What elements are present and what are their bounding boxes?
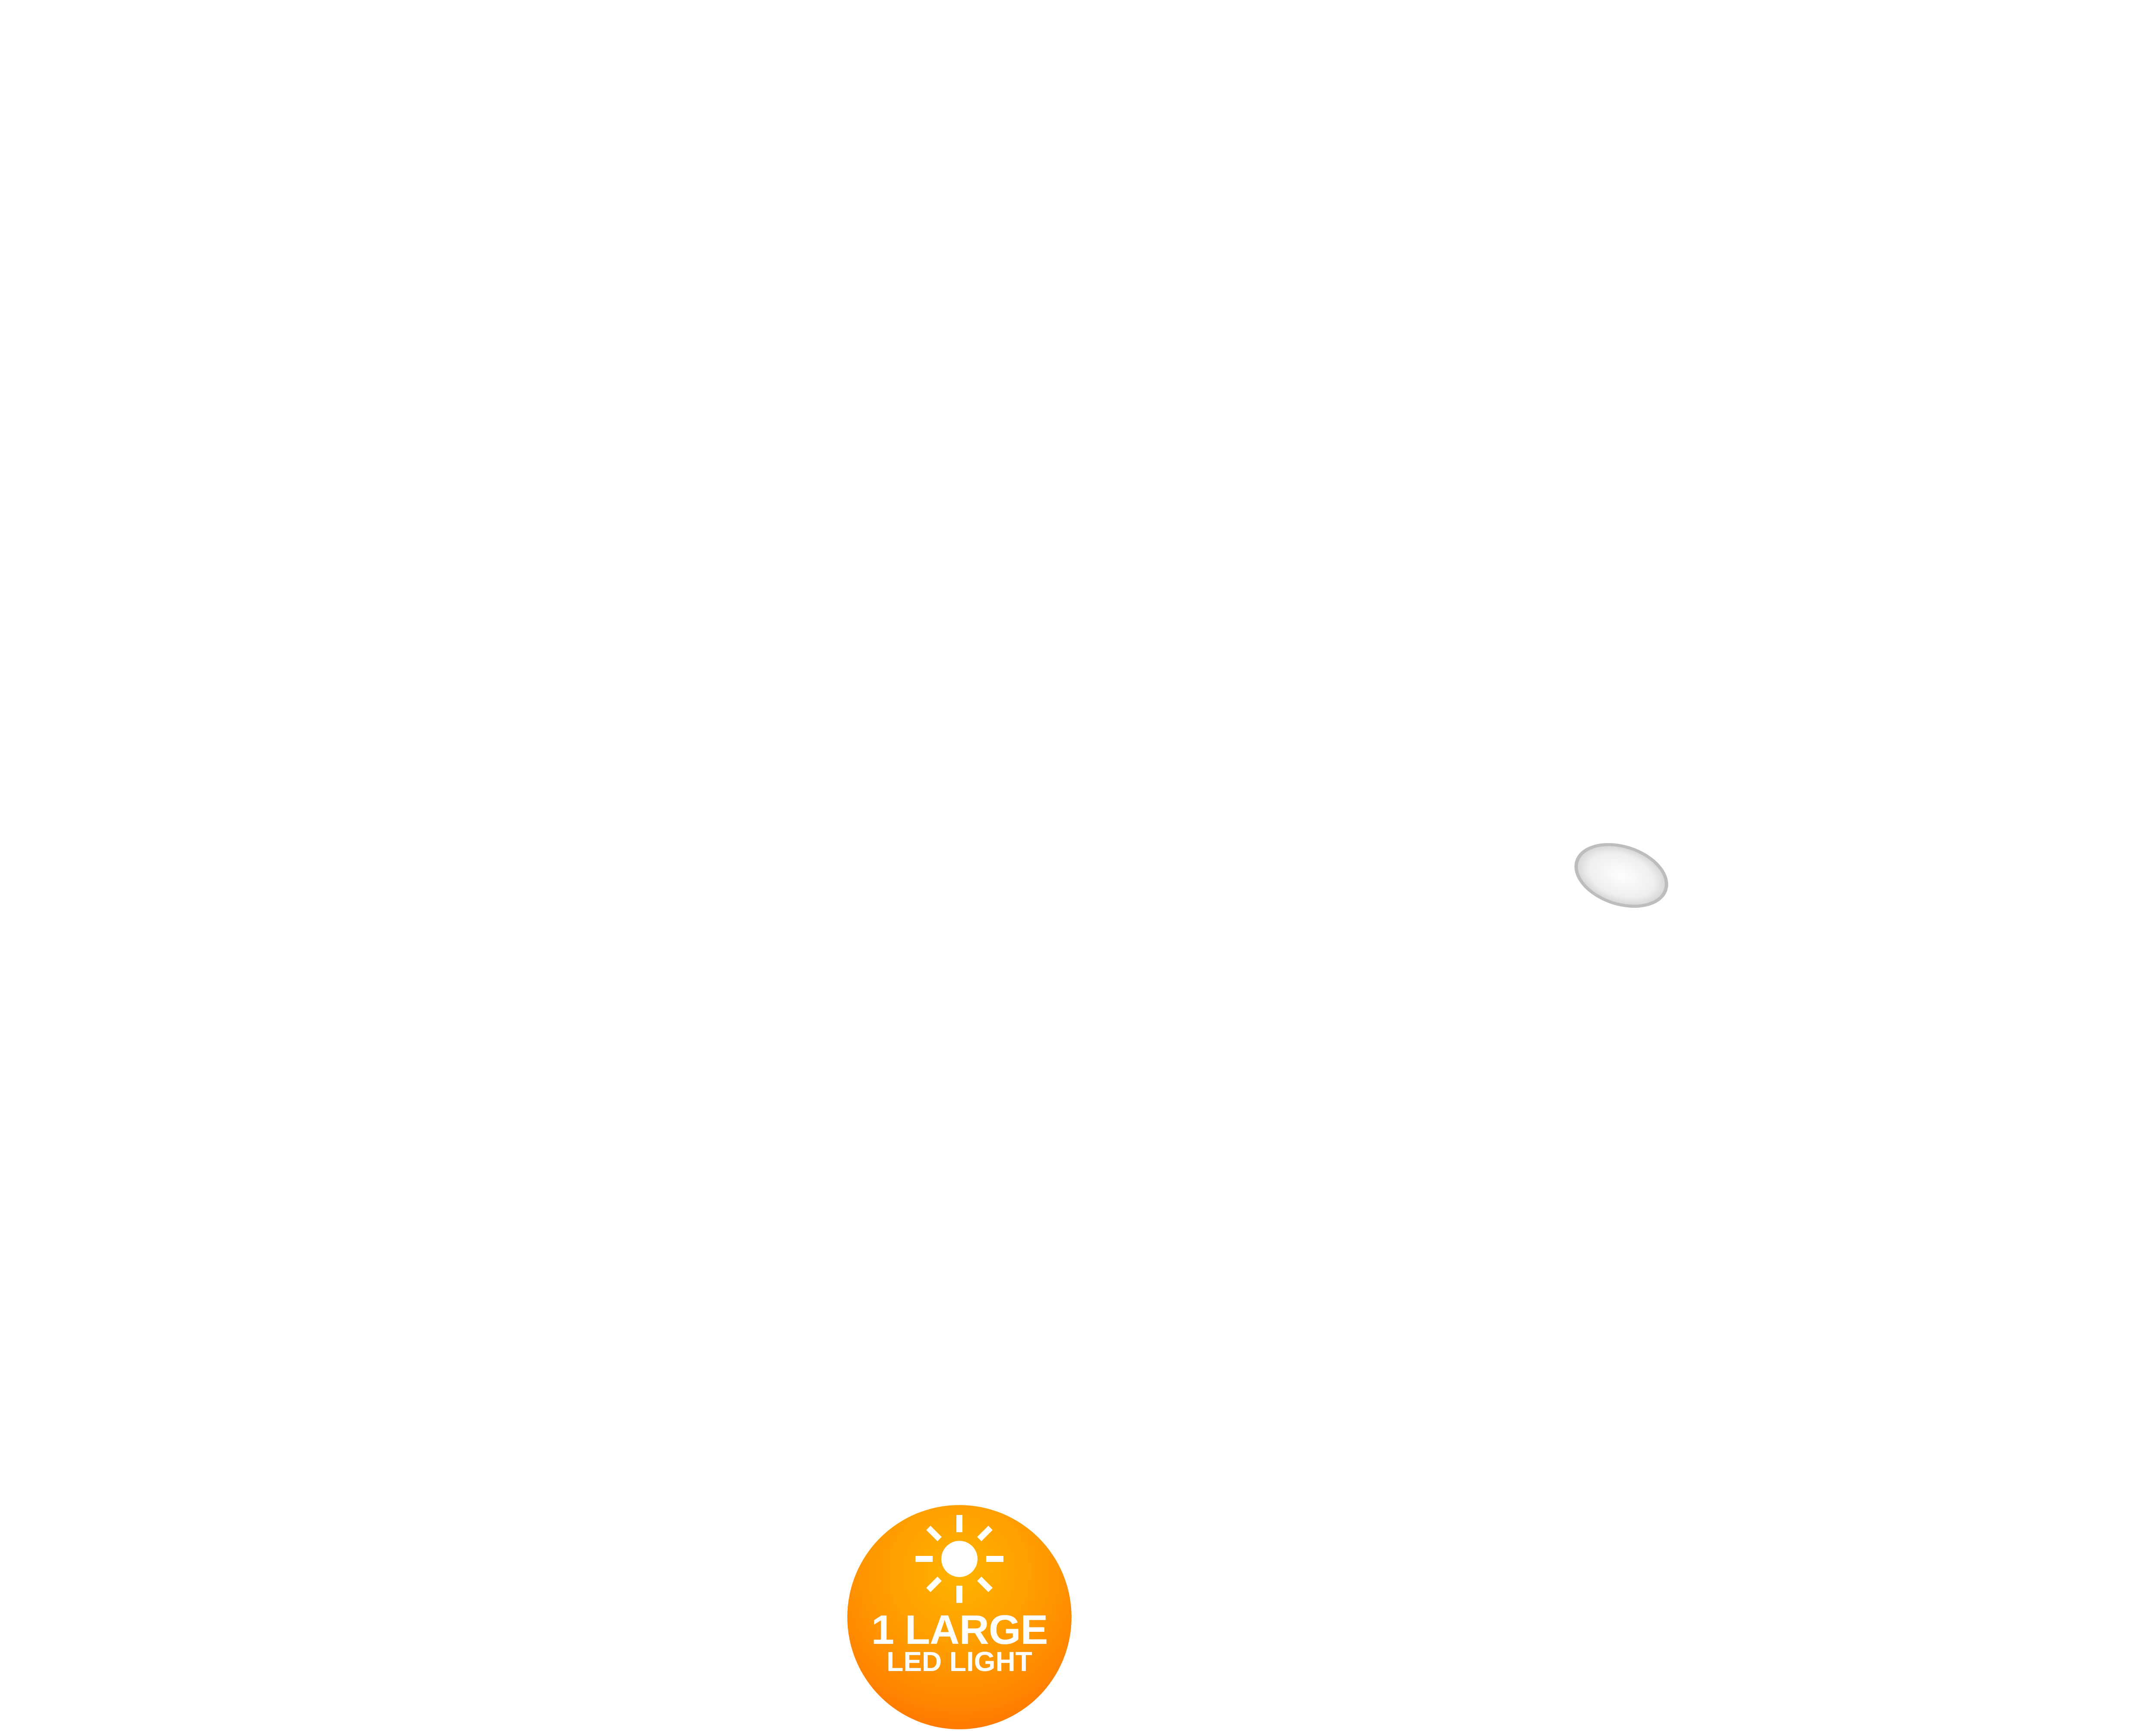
badge-title: 1 LARGE xyxy=(871,1607,1048,1653)
led-feature-badge: 1 LARGE LED LIGHT xyxy=(847,1505,1072,1729)
badge-subtitle: LED LIGHT xyxy=(887,1646,1032,1677)
sun-icon xyxy=(912,1511,1007,1606)
led-light-icon xyxy=(1561,827,1681,924)
